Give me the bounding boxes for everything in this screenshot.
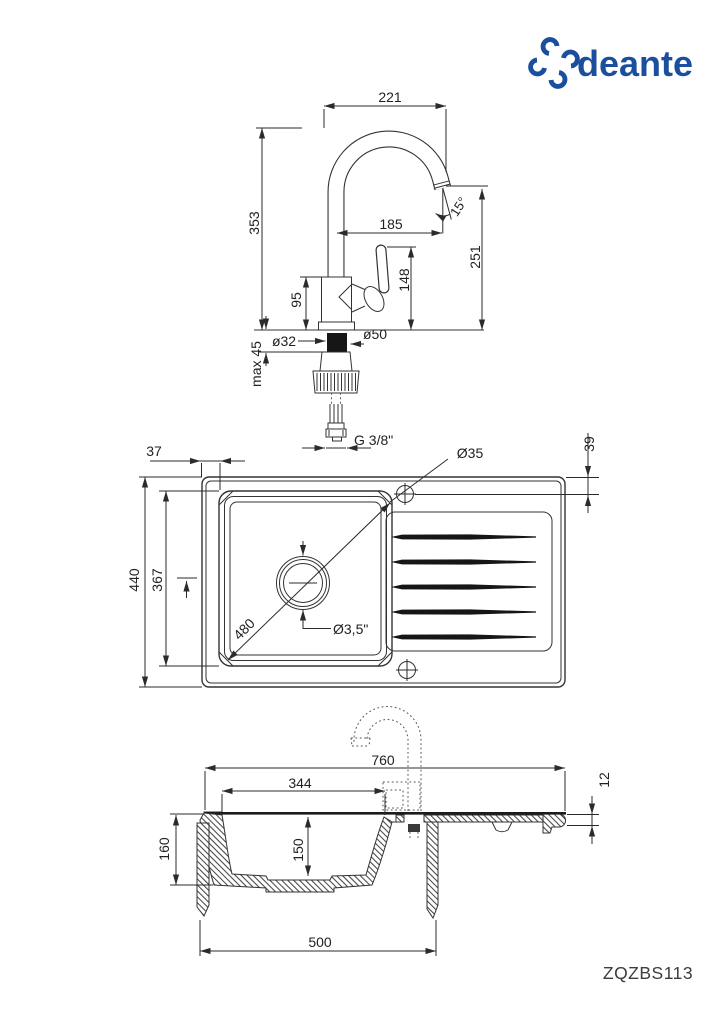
svg-text:440: 440	[126, 568, 142, 592]
svg-text:max 45: max 45	[248, 341, 264, 387]
dim-bowl-depth: 150	[290, 817, 312, 876]
cabinet-side-right	[426, 821, 439, 920]
dim-thread: G 3/8"	[302, 432, 393, 452]
dim-width: 760	[204, 752, 566, 811]
dim-spout-reach: 185	[337, 216, 442, 237]
svg-text:367: 367	[149, 568, 165, 592]
sink-top-view: 480 Ø35 Ø3,5"	[126, 433, 599, 688]
dim-height: 353	[246, 127, 302, 330]
faucet-body	[318, 276, 367, 331]
dim-body-height: 95	[288, 276, 321, 330]
dim-handle-height: 148	[387, 246, 416, 330]
dim-bowl-size: 367	[149, 490, 219, 667]
faucet-spout	[327, 130, 452, 279]
brand-name: deante	[577, 43, 693, 84]
faucet-outlet-angle: 15°	[435, 187, 470, 234]
dim-edge-offset: 37	[146, 443, 245, 490]
brand-icon	[528, 37, 580, 89]
brand-logo: deante	[528, 37, 693, 89]
sink-outline	[201, 476, 566, 688]
svg-text:500: 500	[308, 934, 332, 950]
dim-bowl-width: 344	[221, 775, 386, 815]
mounting-set	[312, 333, 360, 442]
bowl-section	[199, 812, 393, 893]
svg-text:760: 760	[371, 752, 395, 768]
svg-text:148: 148	[396, 268, 412, 292]
dim-drain-diameter: Ø3,5"	[333, 621, 368, 637]
svg-text:221: 221	[378, 89, 402, 105]
faucet-drawing: 15°	[246, 89, 488, 452]
bowl-top	[218, 490, 393, 667]
sink-side-view: 760 344 12 160 150	[156, 706, 612, 956]
svg-text:95: 95	[288, 292, 304, 308]
dim-spout-width: 221	[323, 89, 447, 172]
product-code: ZQZBS113	[603, 963, 693, 983]
dim-edge-thickness: 12	[567, 772, 612, 844]
drain-centerline-arrow	[177, 577, 197, 598]
dim-tap-hole-diameter: Ø35	[457, 445, 484, 461]
tap-hole-top	[394, 483, 416, 505]
svg-text:160: 160	[156, 837, 172, 861]
dim-depth: 440	[126, 476, 202, 688]
svg-text:G 3/8": G 3/8"	[354, 432, 393, 448]
dim-shank-diameter: ø32	[272, 333, 326, 349]
dim-max-mount-thickness: max 45	[248, 316, 327, 387]
tap-hole-bottom	[396, 659, 418, 681]
dim-height: 160	[156, 813, 213, 886]
svg-text:39: 39	[581, 436, 597, 452]
svg-text:150: 150	[290, 838, 306, 862]
svg-text:344: 344	[288, 775, 312, 791]
cabinet-side-left	[196, 822, 210, 917]
drain: Ø3,5"	[276, 541, 368, 637]
svg-text:251: 251	[467, 245, 483, 269]
svg-text:37: 37	[146, 443, 162, 459]
svg-text:ø32: ø32	[272, 333, 296, 349]
drainboard	[385, 511, 553, 652]
dim-outlet-height: 251	[446, 185, 488, 330]
dim-base-diameter: ø50	[350, 326, 387, 348]
dim-cabinet-width: 500	[199, 920, 437, 956]
dim-tap-hole-offset: 39	[415, 433, 599, 513]
svg-text:480: 480	[230, 615, 258, 643]
faucet-ghost	[350, 706, 422, 838]
svg-text:353: 353	[246, 211, 262, 235]
svg-text:185: 185	[379, 216, 403, 232]
svg-text:ø50: ø50	[363, 326, 387, 342]
faucet-handle	[363, 244, 390, 312]
svg-text:12: 12	[596, 772, 612, 788]
